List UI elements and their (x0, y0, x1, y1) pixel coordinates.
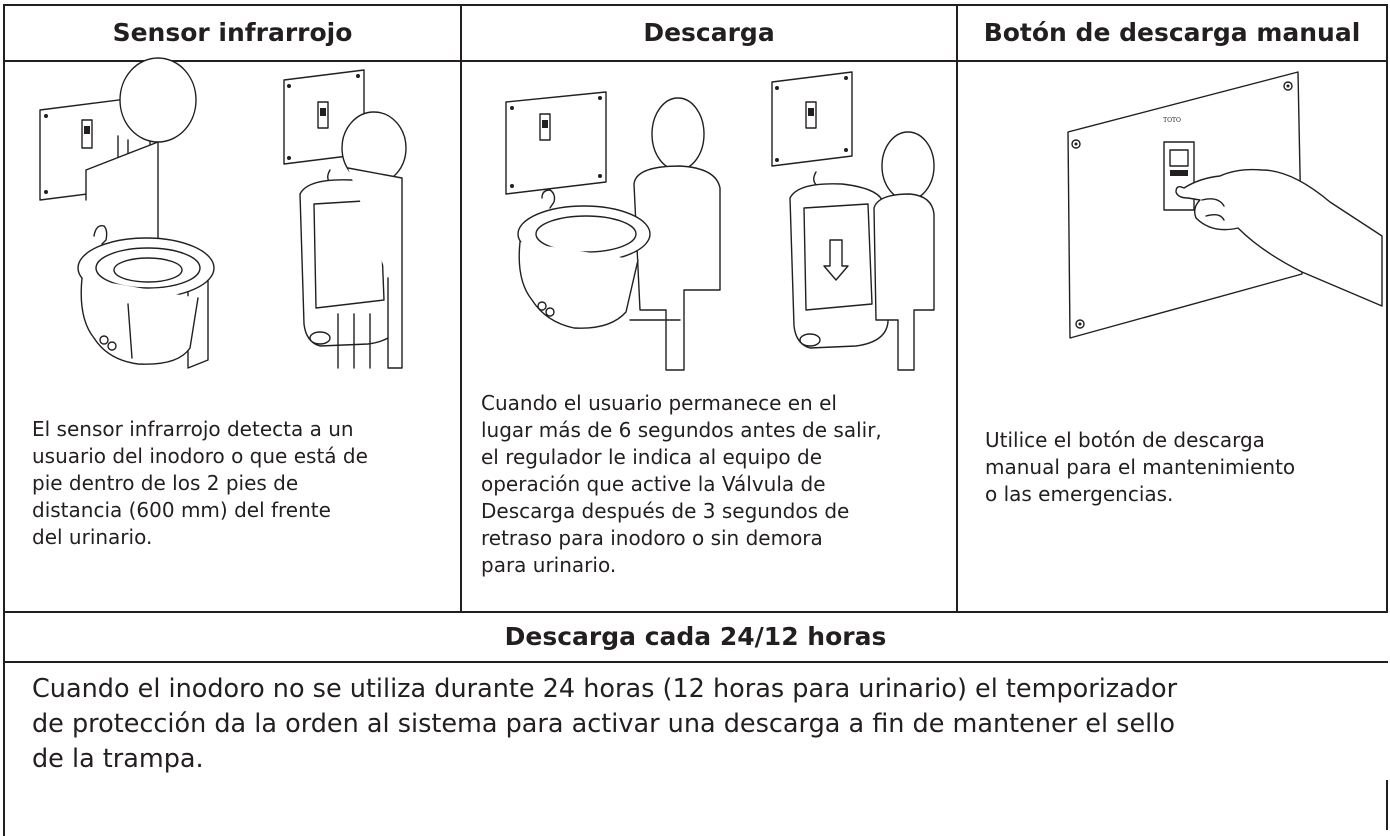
panel-brand-text: TOTO (1163, 117, 1181, 124)
table-border-left (3, 4, 5, 836)
sensor-illustration (39, 57, 407, 369)
table-border-top (3, 4, 1388, 6)
table-border-right (1386, 4, 1388, 612)
descarga-illustration (505, 71, 935, 371)
manual-button-illustration: TOTO (1067, 71, 1383, 339)
right-edge-mark (1386, 780, 1388, 830)
section-divider-top (3, 611, 1388, 613)
header-row-divider (3, 60, 1388, 62)
column-divider-2 (956, 4, 958, 612)
header-descarga: Descarga (643, 18, 775, 47)
description-sensor-infrarrojo: El sensor infrarrojo detecta a un usuari… (32, 417, 368, 549)
description-descarga: Cuando el usuario permanece en el lugar … (481, 391, 882, 577)
section-divider-bottom (3, 661, 1388, 663)
header-sensor-infrarrojo: Sensor infrarrojo (112, 18, 353, 47)
description-boton-descarga-manual: Utilice el botón de descarga manual para… (985, 428, 1296, 506)
section-body-text: Cuando el inodoro no se utiliza durante … (32, 674, 1178, 774)
section-header-descarga-cada: Descarga cada 24/12 horas (504, 622, 887, 651)
column-divider-1 (460, 4, 462, 612)
header-boton-descarga-manual: Botón de descarga manual (983, 18, 1361, 47)
